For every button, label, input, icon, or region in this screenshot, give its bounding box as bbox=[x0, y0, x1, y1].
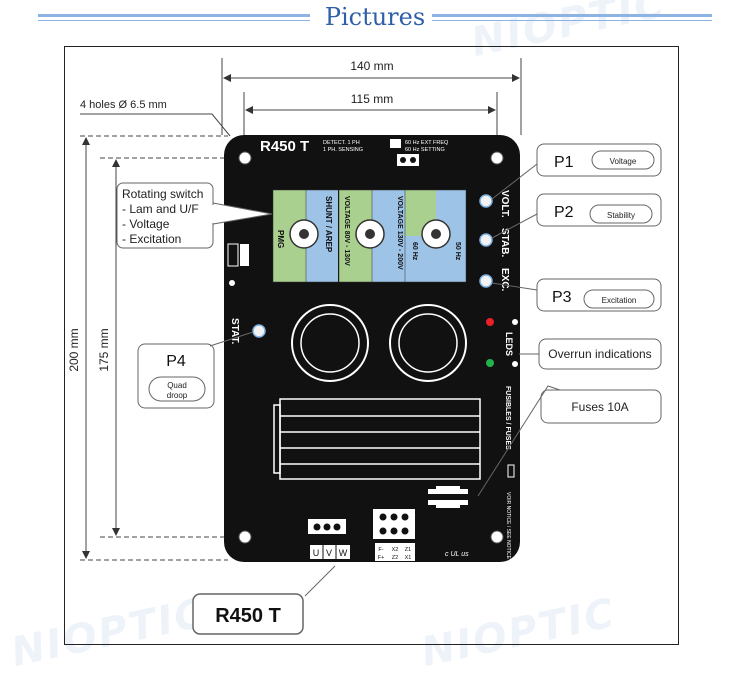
dimension-115-label: 115 mm bbox=[351, 92, 393, 106]
dimension-140 bbox=[221, 58, 522, 135]
pmg-label: PMG bbox=[276, 230, 285, 248]
terminal-x2: X2 bbox=[392, 547, 399, 553]
rotating-switch-panel bbox=[272, 189, 467, 283]
p1-sub: Voltage bbox=[610, 157, 637, 166]
voltage-range-2: VOLTAGE 130V - 200V bbox=[396, 196, 403, 270]
ul-mark: c UL us bbox=[445, 551, 469, 558]
exc-label: EXC. bbox=[499, 268, 510, 292]
stab-label: STAB. bbox=[499, 228, 510, 257]
p2-label: P2 bbox=[554, 204, 574, 221]
voltage-range-1: VOLTAGE 80V - 130V bbox=[343, 196, 350, 266]
terminal-f-plus: F+ bbox=[378, 555, 385, 561]
dimension-175 bbox=[100, 157, 246, 538]
page-title: Pictures bbox=[324, 3, 426, 31]
rotating-switch-item-2: - Voltage bbox=[122, 217, 170, 231]
see-notice-label: VOIR NOTICE / SEE NOTICE bbox=[505, 492, 511, 560]
p3-label: P3 bbox=[552, 289, 572, 306]
board-detect-line1: DETECT. 1 PH bbox=[323, 140, 360, 146]
dimension-200-label: 200 mm bbox=[67, 328, 81, 371]
leds-label: LEDS bbox=[504, 332, 514, 356]
heat-sink bbox=[273, 398, 481, 480]
header-rule-left-thin bbox=[38, 20, 310, 21]
jumper-blocks bbox=[390, 139, 419, 166]
header-rule-right-thin bbox=[432, 20, 712, 21]
hz50-label: 50 Hz bbox=[454, 242, 461, 261]
model-callout-label: R450 T bbox=[215, 605, 281, 627]
led-green bbox=[486, 359, 494, 367]
board-freq-line1: 60 Hz EXT FREQ bbox=[405, 140, 449, 146]
terminal-w: W bbox=[339, 548, 348, 558]
p4-sub-2: droop bbox=[167, 391, 188, 400]
led-star-icons bbox=[512, 319, 518, 367]
board-model-label: R450 T bbox=[260, 138, 309, 155]
fuse-symbol bbox=[507, 464, 515, 478]
p3-sub: Excitation bbox=[602, 296, 637, 305]
terminal-v: V bbox=[326, 548, 332, 558]
p1-label: P1 bbox=[554, 154, 574, 171]
terminal-z1: Z1 bbox=[405, 547, 411, 553]
header-rule-right bbox=[432, 14, 712, 17]
fuse-holders bbox=[428, 486, 468, 508]
callout-model bbox=[192, 593, 304, 635]
terminal-z2: Z2 bbox=[392, 555, 398, 561]
callout-fuses bbox=[540, 389, 662, 424]
bottom-terminal-left bbox=[308, 519, 346, 534]
terminal-u: U bbox=[313, 548, 320, 558]
holes-note: 4 holes Ø 6.5 mm bbox=[80, 99, 167, 111]
capacitors bbox=[291, 304, 467, 382]
fuses-callout-label: Fuses 10A bbox=[571, 400, 628, 414]
p4-label: P4 bbox=[166, 353, 186, 370]
overrun-label: Overrun indications bbox=[548, 347, 651, 361]
led-red bbox=[486, 318, 494, 326]
header-rule-left bbox=[38, 14, 310, 17]
board-freq-line2: 60 Hz SETTING bbox=[405, 147, 445, 153]
terminal-uvw: U V W bbox=[310, 545, 350, 559]
volt-label: VOLT. bbox=[499, 190, 510, 218]
terminal-field: F- X2 Z1 F+ Z2 X1 bbox=[375, 543, 415, 561]
hz60-label: 60 Hz bbox=[411, 242, 418, 261]
stat-label: STAT. bbox=[229, 318, 240, 345]
terminal-f-minus: F- bbox=[378, 547, 383, 553]
dimension-175-label: 175 mm bbox=[97, 328, 111, 371]
board-detect-line2: 1 PH. SENSING bbox=[323, 147, 363, 153]
terminal-x1: X1 bbox=[405, 555, 412, 561]
dimension-140-label: 140 mm bbox=[350, 59, 393, 73]
bottom-terminal-right bbox=[373, 509, 415, 539]
rotating-switch-item-1: - Lam and U/F bbox=[122, 202, 199, 216]
diagram-frame bbox=[64, 46, 679, 645]
p2-sub: Stability bbox=[607, 211, 635, 220]
holes-leader bbox=[80, 113, 231, 137]
shunt-arep-label: SHUNT / AREP bbox=[324, 196, 333, 253]
fuses-label: FUSIBLES / FUSES bbox=[504, 386, 511, 450]
potentiometers bbox=[252, 194, 493, 338]
left-connector bbox=[227, 243, 249, 286]
rotating-switch-item-3: - Excitation bbox=[122, 232, 181, 246]
mounting-holes bbox=[238, 151, 504, 544]
p4-sub-1: Quad bbox=[167, 381, 187, 390]
rotating-switch-title: Rotating switch bbox=[122, 187, 203, 201]
dimension-200 bbox=[80, 135, 228, 561]
